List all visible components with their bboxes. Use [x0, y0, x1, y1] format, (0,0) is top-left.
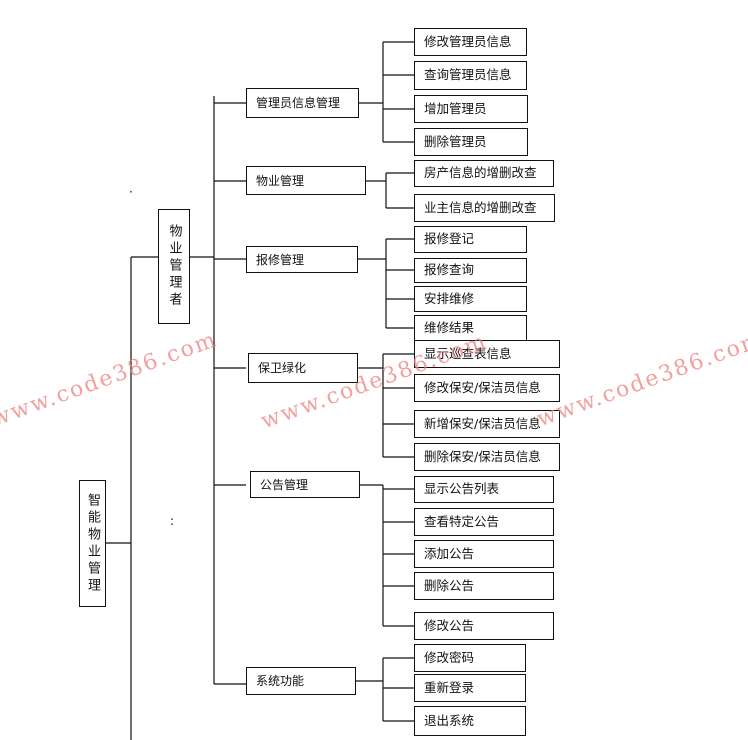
- module-label: 保卫绿化: [258, 361, 307, 375]
- leaf-node: 修改保安/保洁员信息: [414, 374, 560, 402]
- manager-label: 物业管理者: [166, 224, 182, 309]
- module-node-security: 保卫绿化: [248, 353, 358, 383]
- module-node-notice: 公告管理: [250, 471, 360, 498]
- manager-node: 物业管理者: [158, 209, 190, 324]
- leaf-label: 房产信息的增删改查: [424, 165, 537, 181]
- leaf-label: 报修登记: [424, 231, 475, 247]
- leaf-label: 删除公告: [424, 577, 475, 593]
- leaf-label: 退出系统: [424, 712, 475, 728]
- leaf-node: 报修查询: [414, 258, 527, 283]
- leaf-node: 修改公告: [414, 612, 554, 640]
- leaf-label: 增加管理员: [424, 100, 487, 116]
- leaf-label: 重新登录: [424, 679, 475, 695]
- leaf-node: 安排维修: [414, 286, 527, 312]
- leaf-node: 添加公告: [414, 540, 554, 568]
- module-label: 报修管理: [256, 252, 305, 267]
- leaf-node: 显示公告列表: [414, 476, 554, 503]
- leaf-label: 维修结果: [424, 319, 475, 335]
- module-label: 系统功能: [256, 674, 305, 688]
- leaf-node: 修改密码: [414, 644, 526, 672]
- leaf-label: 报修查询: [424, 262, 475, 278]
- leaf-node: 报修登记: [414, 226, 527, 253]
- leaf-label: 删除管理员: [424, 133, 487, 149]
- leaf-node: 删除保安/保洁员信息: [414, 443, 560, 471]
- module-label: 物业管理: [256, 173, 305, 188]
- leaf-node: 新增保安/保洁员信息: [414, 410, 560, 438]
- leaf-node: 退出系统: [414, 706, 526, 736]
- leaf-node: 业主信息的增删改查: [414, 194, 555, 222]
- leaf-node: 查看特定公告: [414, 508, 554, 536]
- leaf-label: 添加公告: [424, 545, 475, 561]
- leaf-node: 增加管理员: [414, 95, 528, 123]
- leaf-node: 删除管理员: [414, 128, 528, 156]
- leaf-label: 修改公告: [424, 617, 475, 633]
- leaf-node: 删除公告: [414, 572, 554, 600]
- leaf-label: 显示巡查表信息: [424, 345, 512, 361]
- leaf-label: 业主信息的增删改查: [424, 199, 537, 215]
- module-label: 管理员信息管理: [256, 96, 341, 110]
- leaf-node: 重新登录: [414, 674, 526, 702]
- leaf-label: 修改密码: [424, 649, 475, 665]
- leaf-node: 查询管理员信息: [414, 61, 527, 90]
- root-label: 智能物业管理: [85, 492, 100, 595]
- leaf-label: 新增保安/保洁员信息: [424, 415, 541, 431]
- leaf-label: 查看特定公告: [424, 513, 500, 529]
- leaf-label: 修改保安/保洁员信息: [424, 379, 541, 395]
- stray-mark: ·: [129, 185, 133, 199]
- leaf-label: 安排维修: [424, 290, 475, 306]
- leaf-label: 删除保安/保洁员信息: [424, 448, 541, 464]
- leaf-node: 维修结果: [414, 315, 527, 341]
- leaf-node: 房产信息的增删改查: [414, 160, 554, 187]
- leaf-label: 修改管理员信息: [424, 33, 512, 49]
- module-node-system: 系统功能: [246, 667, 356, 695]
- leaf-node: 修改管理员信息: [414, 28, 527, 56]
- root-node: 智能物业管理: [79, 480, 106, 607]
- module-label: 公告管理: [260, 477, 309, 492]
- leaf-label: 查询管理员信息: [424, 67, 512, 83]
- module-node-repair: 报修管理: [246, 246, 358, 273]
- leaf-node: 显示巡查表信息: [414, 340, 560, 368]
- module-node-admin-info: 管理员信息管理: [246, 88, 359, 118]
- module-node-property: 物业管理: [246, 166, 366, 195]
- leaf-label: 显示公告列表: [424, 481, 500, 497]
- stray-mark: :: [170, 514, 175, 528]
